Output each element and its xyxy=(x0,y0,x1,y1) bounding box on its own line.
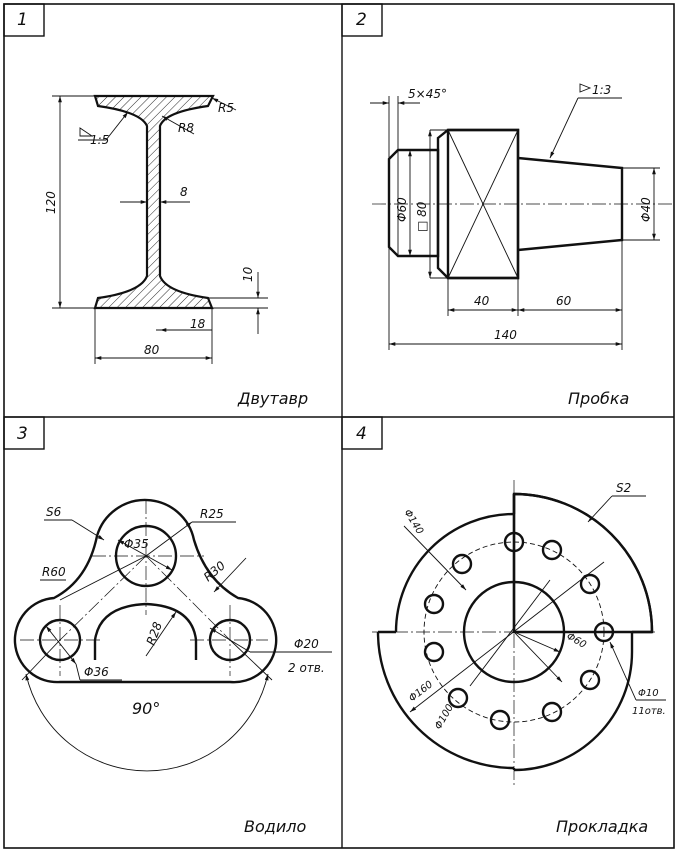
panel-1-ibeam: 1 120 1:5 R5 R8 8 10 18 xyxy=(3,3,308,408)
panel-4-title: Прокладка xyxy=(556,817,648,836)
dim-11-holes: 11отв. xyxy=(632,706,666,717)
gasket-holes xyxy=(423,531,615,731)
panel-3-number-box xyxy=(3,416,45,450)
panel-2-number: 2 xyxy=(356,10,367,30)
dim-taper-1-3: 1:3 xyxy=(592,83,611,97)
dim-phi60: Φ60 xyxy=(395,197,409,222)
dim-90-deg: 90° xyxy=(132,699,160,718)
dim-r5: R5 xyxy=(218,101,234,115)
dim-phi60-gasket: Φ60 xyxy=(565,631,588,651)
dim-s2: S2 xyxy=(616,481,631,495)
dim-8: 8 xyxy=(180,185,188,199)
dim-80: 80 xyxy=(144,343,160,357)
panel-4-gasket: 4 xyxy=(341,416,666,836)
dim-phi40: Φ40 xyxy=(639,197,653,222)
dim-phi10: Φ10 xyxy=(638,688,659,699)
panel-1-number-box xyxy=(3,3,45,37)
dim-square80: □ 80 xyxy=(415,201,429,232)
dim-r25: R25 xyxy=(200,507,224,521)
dim-phi20: Φ20 xyxy=(294,637,319,651)
dim-60: 60 xyxy=(556,294,572,308)
dim-phi140: Φ140 xyxy=(401,508,425,537)
dim-140: 140 xyxy=(494,328,517,342)
dim-40: 40 xyxy=(474,294,490,308)
dim-phi160: Φ160 xyxy=(407,679,435,704)
dim-phi100: Φ100 xyxy=(433,703,456,732)
panel-4-number: 4 xyxy=(356,424,367,444)
dim-120: 120 xyxy=(44,191,58,214)
dim-10: 10 xyxy=(241,266,255,282)
dim-phi36: Φ36 xyxy=(84,665,109,679)
panel-3-title: Водило xyxy=(244,817,306,836)
panel-2-plug: 2 5×45° 1:3 Φ60 □ 80 Φ4 xyxy=(341,3,672,408)
sheet-frame xyxy=(3,3,675,849)
dim-slope-1-5: 1:5 xyxy=(90,133,109,147)
dim-5x45: 5×45° xyxy=(408,87,447,101)
dim-2-holes: 2 отв. xyxy=(288,661,325,675)
panel-4-number-box xyxy=(341,416,383,450)
dim-r8: R8 xyxy=(178,121,194,135)
panel-1-title: Двутавр xyxy=(237,389,308,408)
panel-2-number-box xyxy=(341,3,383,37)
dim-18: 18 xyxy=(190,317,206,331)
ibeam-section xyxy=(93,94,215,310)
dim-s6: S6 xyxy=(46,505,62,519)
panel-1-number: 1 xyxy=(17,10,28,30)
panel-3-number: 3 xyxy=(17,424,28,444)
dim-r60: R60 xyxy=(42,565,66,579)
panel-3-carrier: 3 S6 Φ35 R25 R30 R60 xyxy=(3,416,332,836)
panel-2-title: Пробка xyxy=(568,389,629,408)
dim-phi35: Φ35 xyxy=(124,537,149,551)
